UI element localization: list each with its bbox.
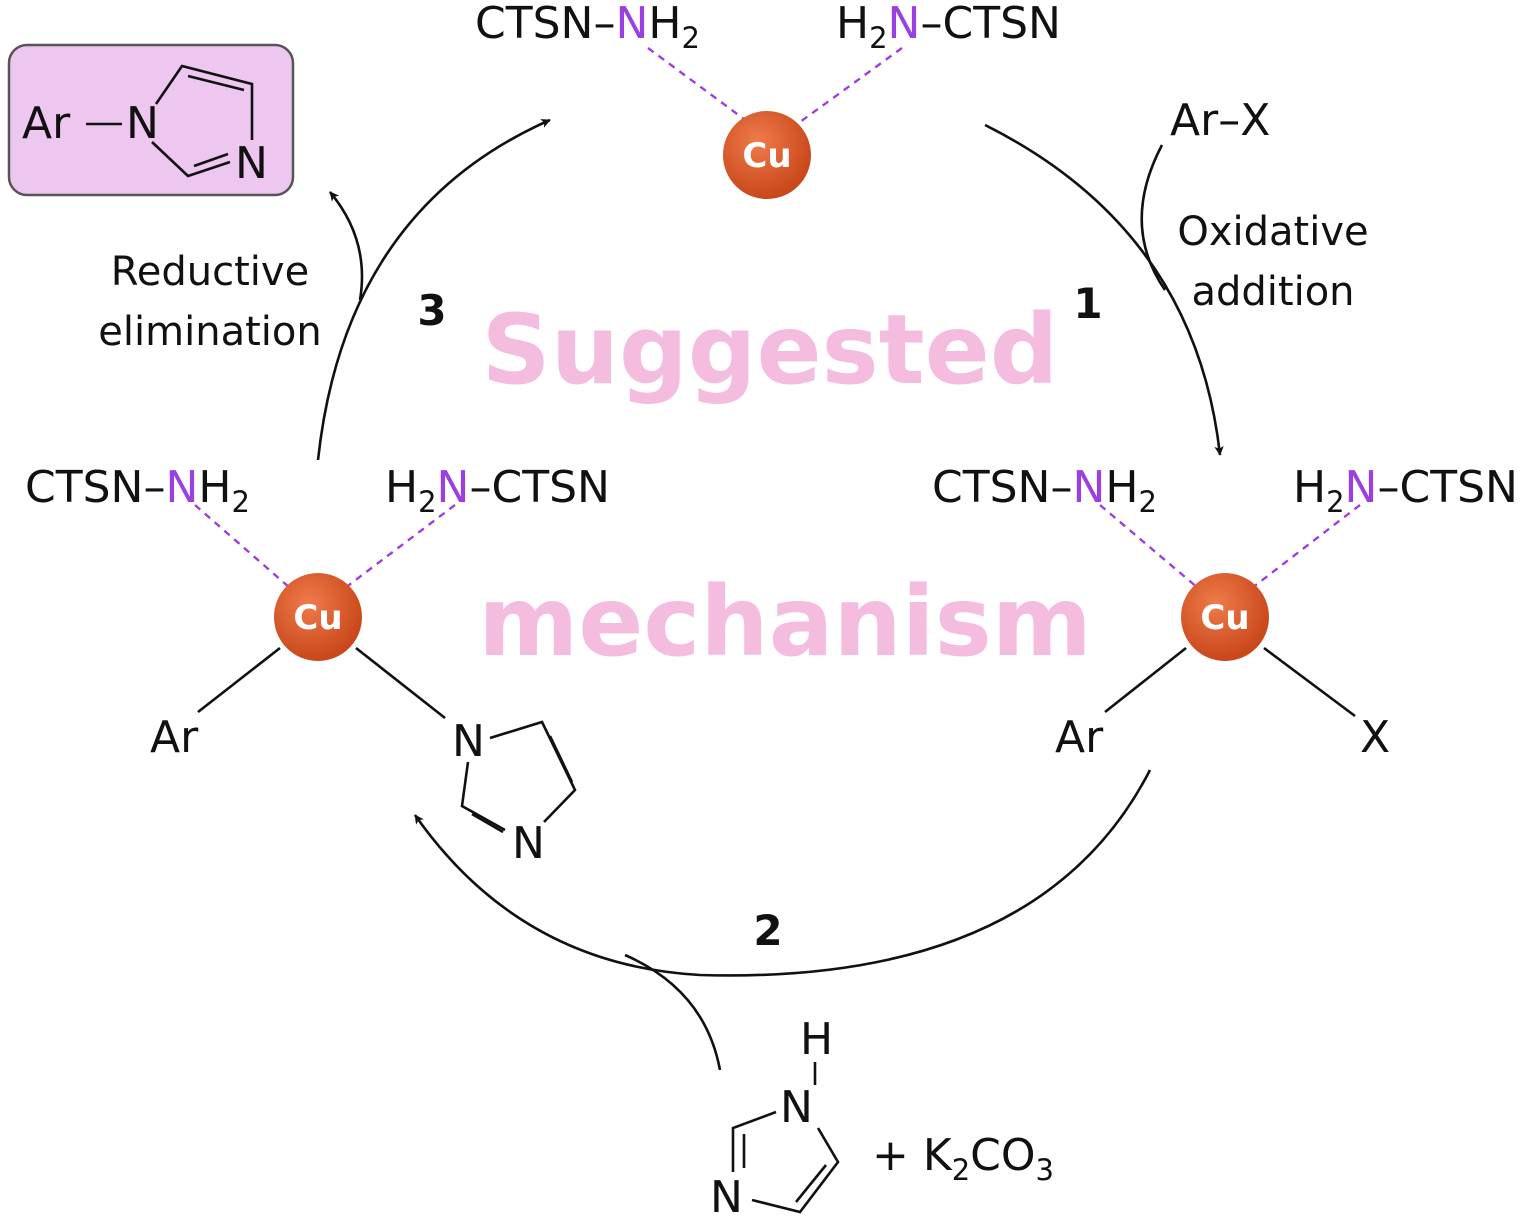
imidazolyl-bonds-right bbox=[489, 720, 577, 823]
top-cu-atom bbox=[723, 111, 811, 199]
product-box-background bbox=[7, 43, 295, 197]
right-right-ligand: H2N–CTSN bbox=[1293, 462, 1518, 519]
product-aryl-label: Ar bbox=[22, 98, 71, 149]
watermark-line-1: Suggested bbox=[482, 294, 1059, 406]
product-n1: N bbox=[126, 98, 159, 149]
left-left-ligand: CTSN–NH2 bbox=[25, 462, 250, 519]
step-3-arrow bbox=[316, 118, 551, 461]
top-left-coordination-bond bbox=[647, 47, 749, 123]
right-complex: Cu CTSN–NH2 H2N–CTSN Ar X bbox=[932, 462, 1518, 763]
left-cu-n-bond bbox=[355, 646, 446, 720]
step-3-label-line-2: elimination bbox=[98, 309, 321, 355]
imidazolyl-double-bond bbox=[548, 735, 574, 783]
reagent-ar-x: Ar–X bbox=[1170, 95, 1270, 146]
right-cu-ar-bond bbox=[1104, 646, 1187, 714]
imidazole-double-bond bbox=[794, 1164, 828, 1203]
imidazole-n1: N bbox=[780, 1082, 813, 1133]
imidazole-h: H bbox=[800, 1014, 833, 1065]
step-1-label-line-2: addition bbox=[1191, 269, 1354, 315]
arx-entry-arrow bbox=[1140, 144, 1167, 291]
product-n3: N bbox=[235, 138, 268, 189]
left-left-coordination-bond bbox=[194, 504, 291, 589]
step-1-number: 1 bbox=[1073, 279, 1102, 328]
top-cu-label: Cu bbox=[742, 136, 791, 176]
left-cu-ar-bond bbox=[197, 646, 281, 714]
step-1-label-line-1: Oxidative bbox=[1177, 209, 1368, 255]
left-right-ligand: H2N–CTSN bbox=[385, 462, 610, 519]
right-cu-label: Cu bbox=[1200, 598, 1249, 638]
right-right-coordination-bond bbox=[1251, 504, 1361, 589]
imidazole-n3: N bbox=[710, 1172, 743, 1223]
product-ring-double-bond bbox=[187, 74, 245, 92]
imidazole-bonds-left bbox=[731, 1110, 777, 1172]
product-ring-bonds-top bbox=[154, 64, 254, 140]
product-release-arrow bbox=[329, 191, 364, 301]
left-right-coordination-bond bbox=[344, 504, 456, 589]
right-aryl-label: Ar bbox=[1055, 712, 1104, 763]
top-right-coordination-bond bbox=[799, 47, 903, 123]
step-3-label-line-1: Reductive bbox=[111, 249, 309, 295]
left-cu-label: Cu bbox=[293, 598, 342, 638]
base-k2co3: + K2CO3 bbox=[872, 1130, 1054, 1187]
step-3-number: 3 bbox=[417, 286, 446, 335]
imidazole-bonds-right bbox=[751, 1127, 840, 1214]
right-left-ligand: CTSN–NH2 bbox=[932, 462, 1157, 519]
imidazolyl-ring: N N bbox=[452, 716, 577, 869]
product-ring-cn-double bbox=[193, 152, 229, 168]
left-aryl-label: Ar bbox=[150, 712, 199, 763]
right-cu-x-bond bbox=[1263, 646, 1356, 718]
product-ring-bonds-bottom bbox=[151, 141, 231, 178]
step-2-arrow bbox=[413, 769, 1152, 977]
top-left-ligand: CTSN–NH2 bbox=[475, 0, 700, 55]
right-halide-label: X bbox=[1360, 712, 1390, 763]
imidazolyl-cn-double bbox=[471, 812, 504, 834]
imidazole-entry-arrow bbox=[624, 953, 722, 1071]
right-left-coordination-bond bbox=[1099, 504, 1199, 589]
top-complex: Cu CTSN–NH2 H2N–CTSN bbox=[475, 0, 1061, 199]
imidazolyl-bonds-left bbox=[460, 761, 506, 832]
right-cu-atom bbox=[1181, 573, 1269, 661]
product-box: Ar N N bbox=[7, 43, 295, 197]
step-2-number: 2 bbox=[753, 906, 782, 955]
imidazole-reagent: H N N + K2CO3 bbox=[710, 1014, 1054, 1223]
top-right-ligand: H2N–CTSN bbox=[836, 0, 1061, 55]
watermark-line-2: mechanism bbox=[478, 566, 1092, 678]
imidazolyl-n3: N bbox=[512, 818, 545, 869]
imidazolyl-n1: N bbox=[452, 716, 485, 767]
left-complex: Cu CTSN–NH2 H2N–CTSN Ar N N bbox=[25, 462, 610, 869]
left-cu-atom bbox=[274, 573, 362, 661]
